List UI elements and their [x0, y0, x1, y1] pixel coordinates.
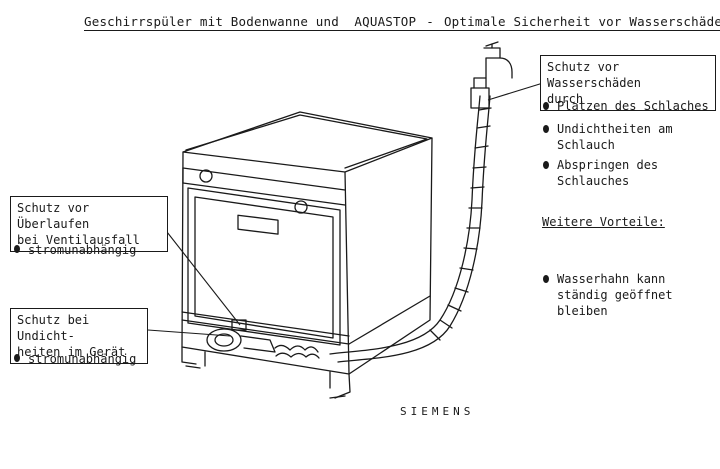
right-bullet-1-line1: Platzen des Schlaches [557, 99, 709, 113]
leak-protection-box: Schutz bei Undicht- heiten im Gerät [10, 308, 148, 364]
leak-bullet-text: stromunabhängig [28, 352, 137, 366]
bullet-dot-icon [14, 245, 20, 253]
brand-label: SIEMENS [400, 405, 475, 418]
advantages-bullet-line3: bleiben [557, 304, 608, 318]
leak-box-line1: Schutz bei Undicht- [17, 313, 90, 343]
right-bullet-3-line2: Schlauches [557, 174, 630, 188]
right-bullet-3-line1: Abspringen des [557, 158, 659, 172]
advantages-bullet-line1: Wasserhahn kann [557, 272, 666, 286]
overflow-bullet: stromunabhängig [14, 242, 136, 258]
bullet-dot-icon [543, 161, 549, 169]
title-right: Optimale Sicherheit vor Wasserschäden [443, 14, 720, 29]
advantages-heading: Weitere Vorteile: [542, 215, 665, 229]
water-damage-protection-box: Schutz vor Wasserschäden durch [540, 55, 716, 111]
bullet-dot-icon [543, 102, 549, 110]
title-left: Geschirrspüler mit Bodenwanne und AQUAST… [84, 14, 417, 29]
right-box-line2: durch [547, 92, 584, 106]
right-box-line1: Schutz vor Wasserschäden [547, 60, 641, 90]
overflow-box-line2: bei Ventilausfall [17, 233, 140, 247]
page-title: Geschirrspüler mit Bodenwanne und AQUAST… [84, 14, 720, 31]
advantages-bullet: Wasserhahn kann ständig geöffnet bleiben [543, 271, 673, 319]
right-bullet-2-line1: Undichtheiten am [557, 122, 673, 136]
right-bullet-2: Undichtheiten am Schlauch [543, 121, 673, 153]
overflow-box-line1: Schutz vor Überlaufen [17, 201, 90, 231]
bullet-dot-icon [543, 125, 549, 133]
overflow-bullet-text: stromunabhängig [28, 243, 137, 257]
bullet-dot-icon [14, 354, 20, 362]
overflow-protection-box: Schutz vor Überlaufen bei Ventilausfall [10, 196, 168, 252]
title-dash: - [426, 14, 434, 29]
leak-bullet: stromunabhängig [14, 351, 136, 367]
right-bullet-1: Platzen des Schlaches [543, 98, 709, 114]
leak-box-line2: heiten im Gerät [17, 345, 126, 359]
bullet-dot-icon [543, 275, 549, 283]
advantages-bullet-line2: ständig geöffnet [557, 288, 673, 302]
right-bullet-2-line2: Schlauch [557, 138, 615, 152]
right-bullet-3: Abspringen des Schlauches [543, 157, 658, 189]
